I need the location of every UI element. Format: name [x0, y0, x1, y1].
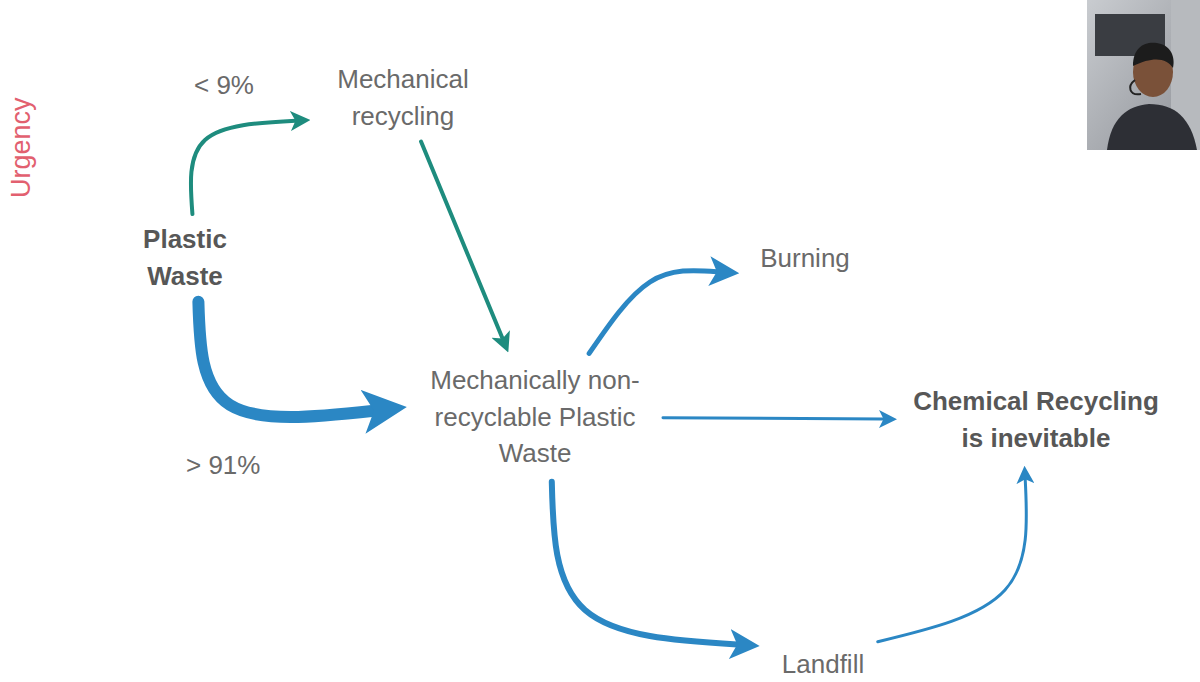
flow-arrow [191, 121, 296, 214]
presenter-hair [1133, 43, 1174, 68]
presenter-body [1107, 104, 1197, 150]
node-label: Mechanical recycling [316, 61, 490, 135]
node-label: Burning [760, 240, 850, 277]
flow-arrow [198, 302, 374, 417]
node-label: Plastic Waste [128, 221, 242, 295]
flow-arrow [663, 418, 884, 419]
percentage-label: < 9% [194, 70, 254, 101]
headset-mic [1130, 80, 1141, 94]
flow-arrow [552, 482, 737, 645]
outcome-node: Burning [745, 238, 865, 278]
outcome-node: Landfill [765, 644, 881, 682]
section-label: Urgency [6, 97, 37, 198]
presenter-webcam [1087, 0, 1200, 150]
percentage-label: > 91% [186, 450, 260, 481]
node-label: Landfill [782, 646, 864, 682]
process-node: Mechanically non-recyclable Plastic Wast… [413, 358, 657, 476]
node-label: Chemical Recycling is inevitable [903, 383, 1169, 457]
node-label: Mechanically non-recyclable Plastic Wast… [413, 362, 657, 473]
process-node: Mechanical recycling [316, 60, 490, 136]
source-node: Plastic Waste [128, 220, 242, 296]
flow-arrow [421, 142, 503, 339]
flow-arrow [878, 479, 1027, 642]
flow-arrow [589, 271, 717, 354]
conclusion-node: Chemical Recycling is inevitable [903, 380, 1169, 460]
webcam-frame [1087, 0, 1200, 150]
